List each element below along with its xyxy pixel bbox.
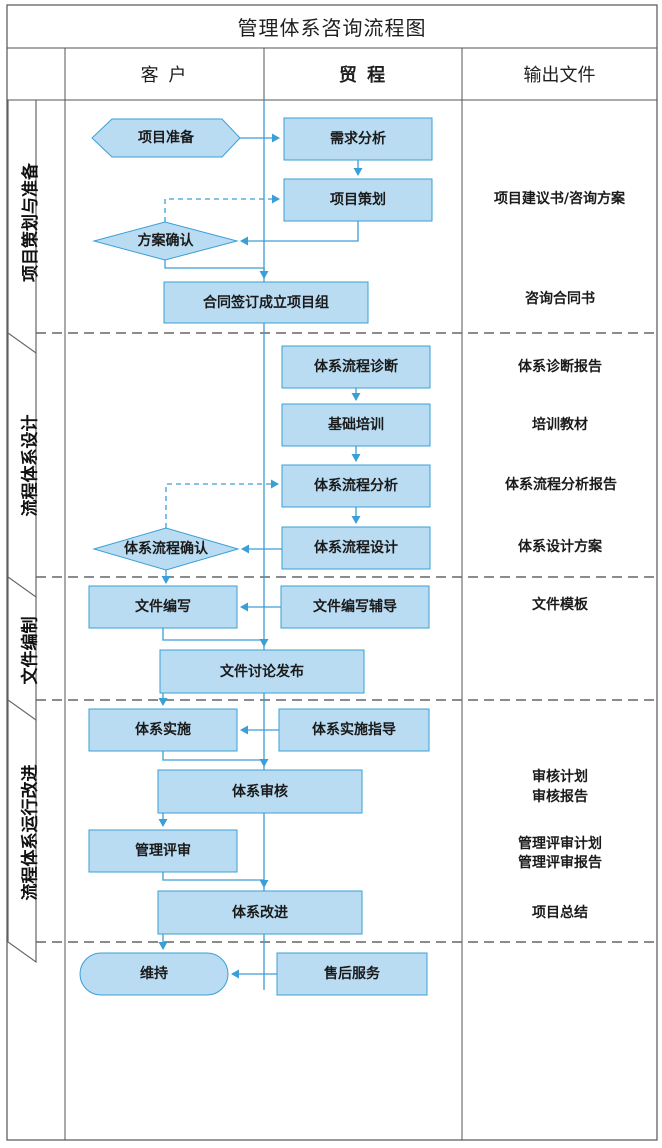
- phase-label-operation: 流程体系运行改进: [20, 764, 41, 901]
- output-design-plan: 体系设计方案: [518, 538, 602, 555]
- edge-plan-to-confirm: [240, 221, 359, 246]
- node-improvement-shape: [157, 890, 363, 935]
- node-improvement: 体系改进: [232, 904, 288, 921]
- node-after-sales-shape: [276, 952, 428, 996]
- phase-bracket-1: [7, 100, 37, 355]
- node-doc-release-shape: [159, 649, 365, 694]
- node-contract: 合同签订成立项目组: [203, 294, 329, 311]
- node-mgmt-review: 管理评审: [135, 843, 191, 859]
- node-project-prep: 项目准备: [138, 130, 194, 146]
- edge-review-to-improvement: [162, 872, 269, 888]
- node-contract-shape: [163, 281, 369, 324]
- node-training: 基础培训: [328, 417, 384, 433]
- node-doc-coaching-shape: [280, 585, 430, 629]
- edge-writing-to-release: [162, 628, 269, 647]
- output-project-summary: 项目总结: [532, 904, 588, 921]
- node-plan-confirm: 方案确认: [137, 233, 194, 249]
- phase-label-documentation: 文件编制: [20, 616, 41, 684]
- column-header-client: 客 户: [140, 65, 189, 86]
- node-mgmt-review-shape: [88, 829, 238, 873]
- edge-implementation-to-audit: [162, 751, 269, 767]
- node-audit-shape: [157, 769, 363, 814]
- node-training-shape: [281, 403, 431, 447]
- node-after-sales: 售后服务: [324, 966, 380, 982]
- edge-confirm-to-analysis-dashed: [165, 479, 279, 528]
- node-impl-guidance: 体系实施指导: [312, 722, 396, 738]
- node-project-plan-shape: [283, 178, 433, 222]
- node-maintain-shape: [79, 952, 229, 996]
- node-doc-coaching: 文件编写辅导: [313, 599, 397, 615]
- column-header-output: 输出文件: [523, 65, 596, 86]
- edge-confirm-to-contract: [164, 260, 269, 279]
- output-proposal: 项目建议书/咨询方案: [493, 190, 626, 207]
- node-audit: 体系审核: [232, 783, 288, 800]
- node-process-design: 体系流程设计: [314, 540, 398, 556]
- node-demand-analysis: 需求分析: [330, 131, 386, 147]
- phase-bracket-2: [7, 333, 37, 599]
- node-project-plan: 项目策划: [330, 192, 386, 208]
- node-impl-guidance-shape: [278, 708, 430, 752]
- node-doc-writing-shape: [88, 585, 238, 629]
- output-review-report: 管理评审报告: [518, 854, 602, 871]
- column-header-consultant: 贸 程: [338, 65, 388, 86]
- node-diagnosis-shape: [281, 345, 431, 389]
- phase-label-planning: 项目策划与准备: [20, 163, 41, 282]
- node-doc-release: 文件讨论发布: [220, 663, 304, 680]
- phase-bracket-3: [7, 577, 37, 722]
- output-review-plan: 管理评审计划: [518, 835, 602, 852]
- output-analysis-report: 体系流程分析报告: [505, 476, 617, 493]
- output-diagnosis-report: 体系诊断报告: [518, 358, 602, 375]
- node-process-confirm-shape: [92, 527, 240, 571]
- outer-frame: [6, 4, 658, 1141]
- node-process-analysis: 体系流程分析: [314, 478, 398, 494]
- phase-bracket-4: [7, 700, 37, 964]
- page-title: 管理体系咨询流程图: [237, 16, 427, 40]
- node-process-confirm: 体系流程确认: [124, 541, 208, 557]
- output-training-material: 培训教材: [532, 416, 588, 433]
- node-implementation: 体系实施: [135, 722, 191, 738]
- node-demand-analysis-shape: [283, 117, 433, 161]
- output-audit-report: 审核报告: [532, 788, 588, 805]
- output-contract: 咨询合同书: [525, 290, 595, 307]
- node-diagnosis: 体系流程诊断: [314, 359, 398, 375]
- phase-label-design: 流程体系设计: [20, 414, 41, 516]
- node-maintain: 维持: [140, 966, 168, 982]
- output-audit-plan: 审核计划: [532, 768, 588, 785]
- node-doc-writing: 文件编写: [135, 599, 191, 615]
- node-process-design-shape: [281, 526, 431, 570]
- output-doc-template: 文件模板: [532, 596, 588, 613]
- node-plan-confirm-shape: [92, 221, 239, 261]
- edge-confirm-to-plan-dashed: [164, 194, 280, 222]
